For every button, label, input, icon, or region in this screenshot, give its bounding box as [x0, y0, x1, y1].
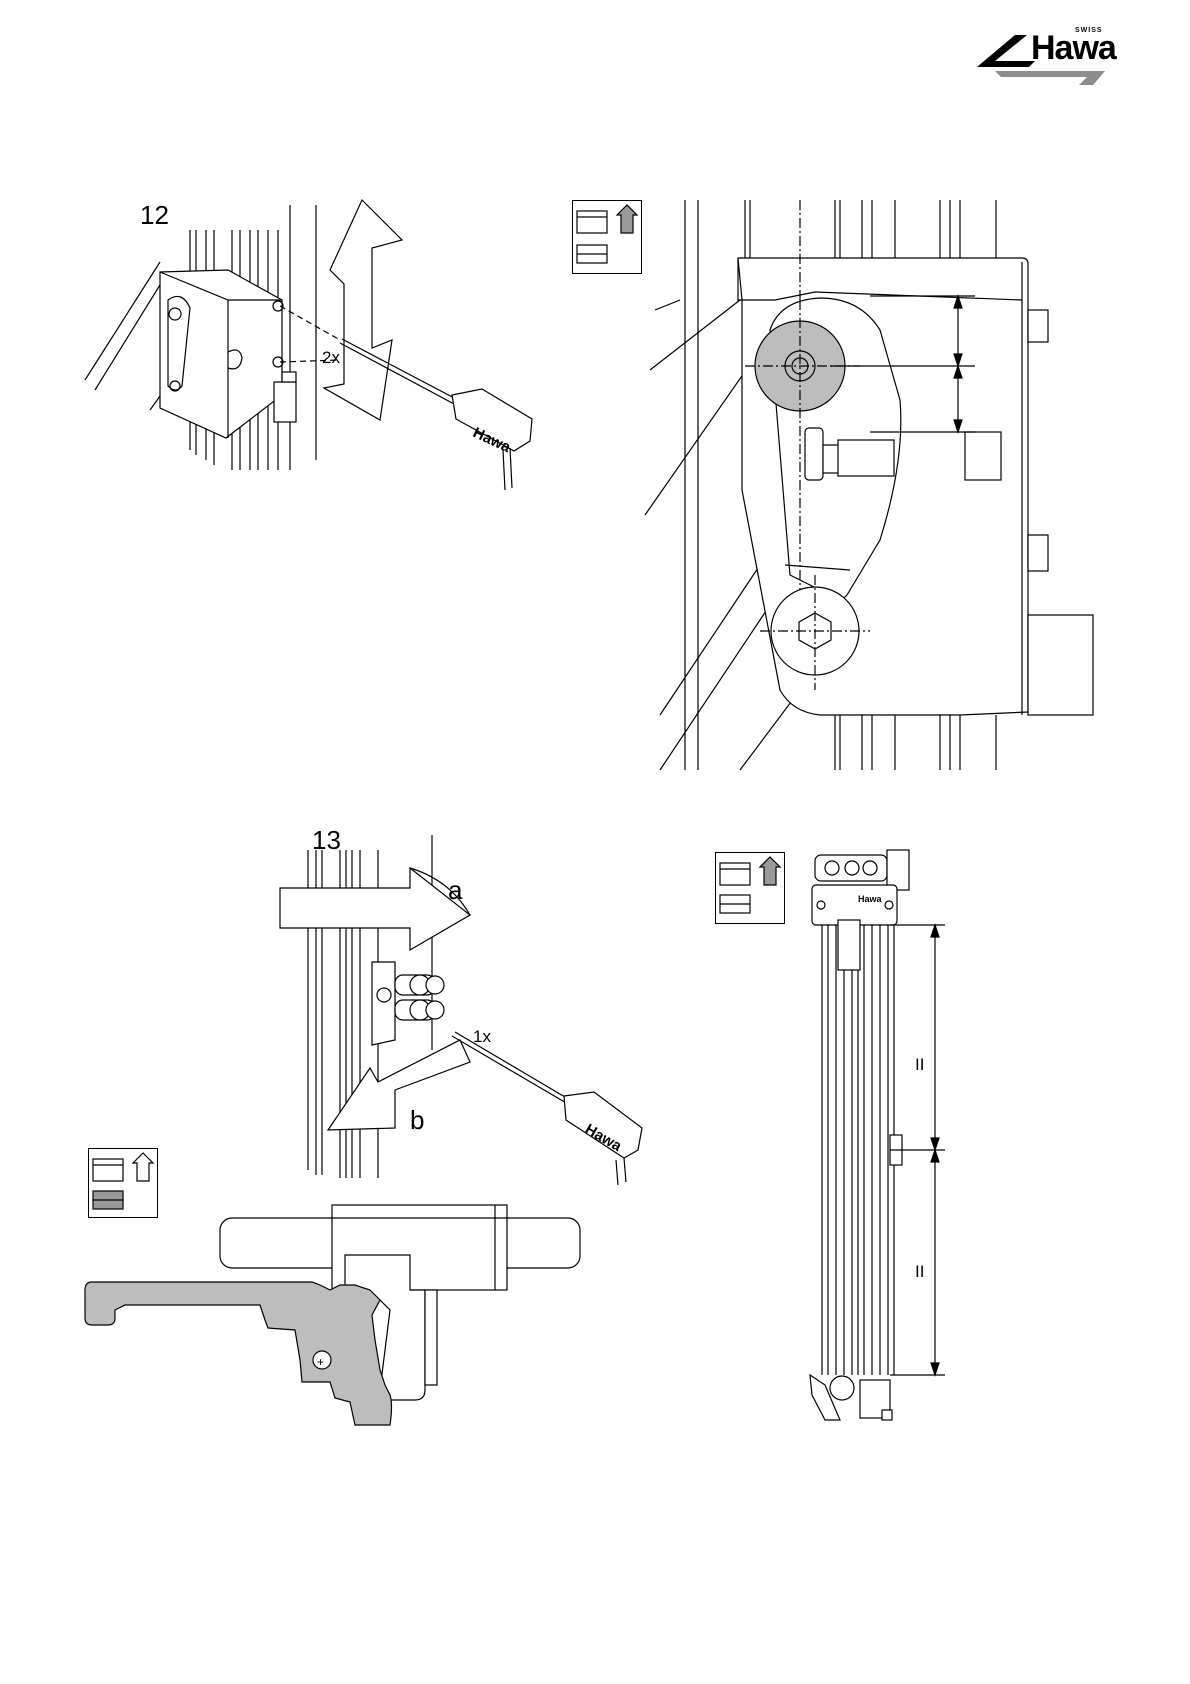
svg-text:Hawa: Hawa: [858, 894, 883, 904]
